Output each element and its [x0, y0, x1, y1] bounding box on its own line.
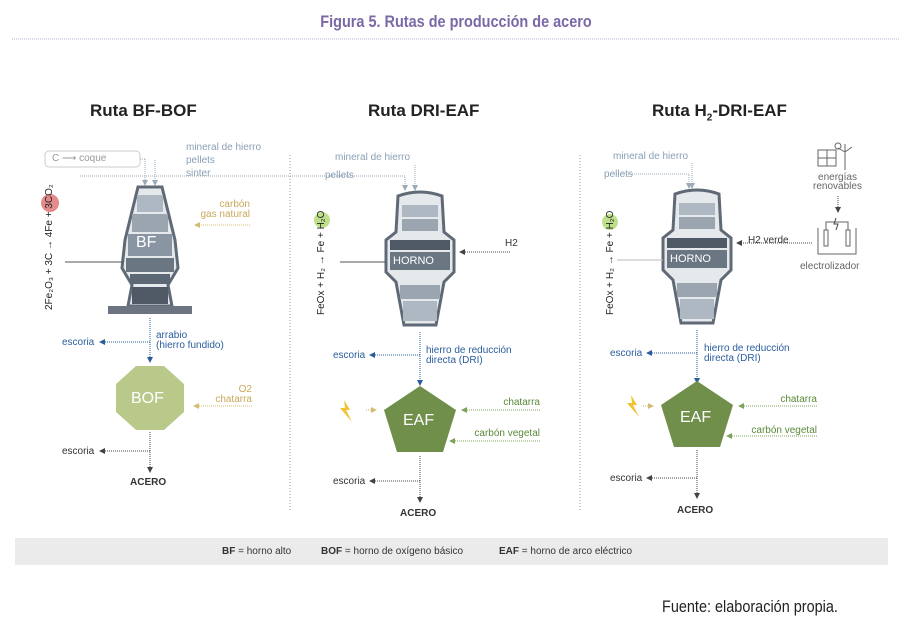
output-label: arrabio [156, 330, 188, 341]
reaction-formula: FeOx + H₂ → Fe + H₂O [316, 210, 327, 315]
horno-dri-eaf [314, 190, 540, 503]
gas-label: H2 verde [748, 235, 789, 246]
slag-label: escoria [333, 476, 366, 487]
reaction-formula: FeOx + H₂ → Fe + H₂O [605, 210, 616, 315]
input-label: mineral de hierro [186, 142, 262, 153]
input-label: pellets [325, 170, 354, 181]
slag-label: escoria [333, 350, 366, 361]
furnace-label: HORNO [393, 255, 434, 267]
electrolyzer-label: electrolizador [800, 261, 860, 272]
legend-bar: BF = horno alto BOF = horno de oxígeno b… [15, 538, 888, 565]
bof-octagon [116, 366, 184, 430]
converter-input: carbón vegetal [751, 425, 817, 436]
output-label: hierro de reducción [426, 345, 512, 356]
converter-input: chatarra [503, 397, 540, 408]
converter-input: O2 [238, 384, 252, 395]
fuel-label: gas natural [200, 209, 250, 220]
route-title-bf-bof: Ruta BF-BOF [90, 101, 197, 120]
furnace-label: HORNO [670, 253, 711, 265]
furnace-label-bf: BF [136, 234, 157, 251]
output-label: hierro de reducción [704, 343, 790, 354]
output-label: directa (DRI) [426, 355, 483, 366]
renewables-icon [817, 142, 853, 170]
slag-label: escoria [610, 473, 643, 484]
title-part: -DRI-EAF [712, 101, 787, 120]
reaction-formula: 2Fe₂O₃ + 3C → 4Fe + 3CO₂ [44, 184, 55, 310]
output-label: (hierro fundido) [156, 340, 224, 351]
product-label: ACERO [677, 505, 714, 516]
blast-furnace [41, 150, 252, 473]
slag-label: escoria [62, 446, 95, 457]
input-label: mineral de hierro [335, 152, 411, 163]
converter-input: chatarra [780, 394, 817, 405]
route-title-h2-dri-eaf: Ruta H2-DRI-EAF [652, 101, 787, 128]
converter-input: chatarra [215, 394, 252, 405]
electrolyzer-icon [817, 217, 857, 255]
product-label: ACERO [400, 508, 437, 519]
slag-label: escoria [610, 348, 643, 359]
converter-label-eaf: EAF [680, 409, 712, 426]
renewables-label: energías [818, 172, 857, 183]
source-note: Fuente: elaboración propia. [662, 597, 838, 616]
horno-h2-dri-eaf [602, 163, 817, 499]
input-label: pellets [604, 169, 633, 180]
input-label: pellets [186, 155, 215, 166]
legend-item-bof: BOF = horno de oxígeno básico [321, 546, 464, 557]
slag-label: escoria [62, 337, 95, 348]
dri-furnace-1 [80, 165, 418, 191]
coque-label: C ⟶ coque [52, 153, 107, 164]
title-part: Ruta H [652, 101, 707, 120]
converter-input: carbón vegetal [474, 428, 540, 439]
product-label: ACERO [130, 477, 167, 488]
input-label: mineral de hierro [613, 151, 689, 162]
renewables-label: renovables [813, 181, 862, 192]
converter-label-eaf: EAF [403, 412, 435, 429]
title-subscript: 2 [706, 112, 713, 124]
output-label: directa (DRI) [704, 353, 761, 364]
input-label: sinter [186, 168, 211, 179]
legend-item-eaf: EAF = horno de arco eléctrico [499, 546, 633, 557]
legend-item-bf: BF = horno alto [222, 546, 292, 557]
gas-label: H2 [505, 238, 518, 249]
route-title-dri-eaf: Ruta DRI-EAF [368, 101, 480, 120]
converter-label-bof: BOF [131, 390, 164, 407]
fuel-label: carbón [219, 199, 250, 210]
figure-title: Figura 5. Rutas de producción de acero [320, 12, 592, 31]
